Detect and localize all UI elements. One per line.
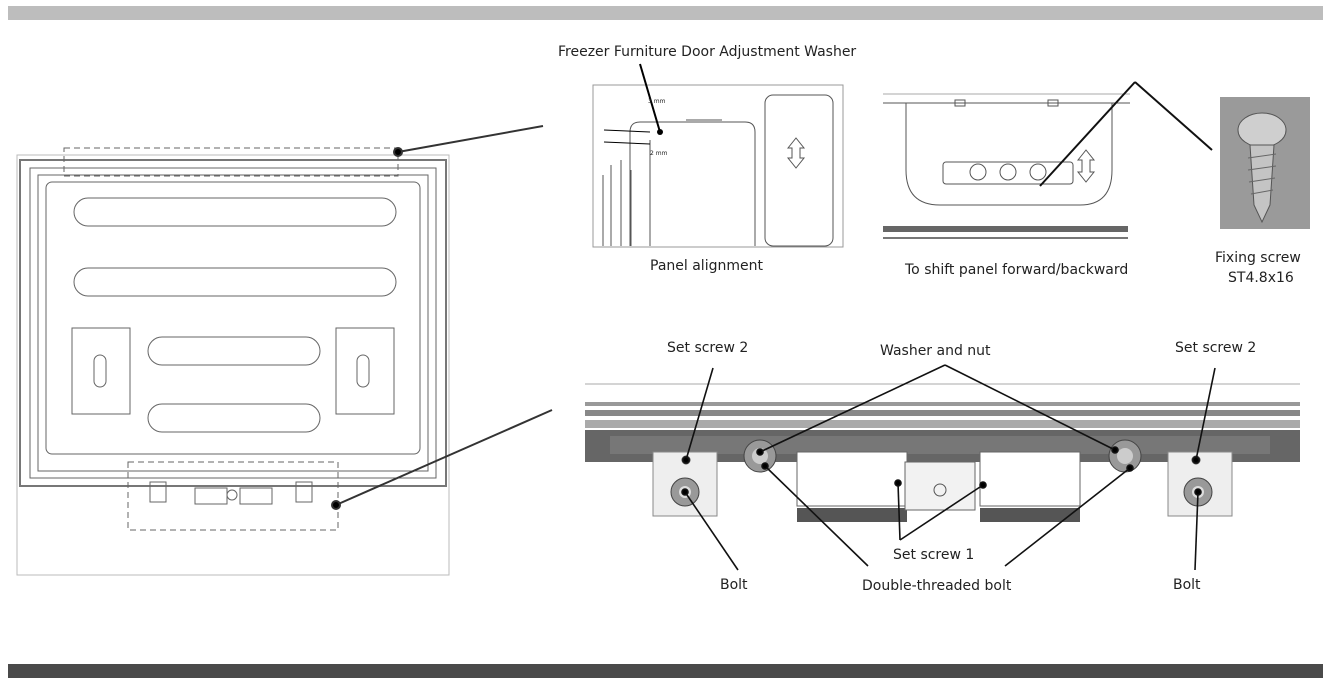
fixing-screw-label: Fixing screw: [1215, 250, 1301, 266]
shift-panel-caption: To shift panel forward/backward: [905, 262, 1129, 278]
shift-panel-drawing: [883, 93, 1130, 206]
top-divider-bar: [8, 6, 1323, 20]
rail-assembly-drawing: [585, 383, 1300, 522]
set-screw-2-left-label: Set screw 2: [667, 340, 749, 356]
shift-pointers: [1039, 81, 1213, 187]
dimension-3mm: 3 mm: [648, 98, 666, 105]
panel-alignment-drawing: [592, 84, 844, 248]
bolt-right-label: Bolt: [1173, 577, 1201, 593]
door-panel-overview: [16, 147, 450, 576]
set-screw-2-right-label: Set screw 2: [1175, 340, 1257, 356]
double-threaded-bolt-label: Double-threaded bolt: [862, 578, 1012, 594]
rail-leader-lines: [681, 364, 1216, 571]
washer-pointer-dot: [657, 129, 663, 135]
fixing-screw-photo: [1220, 97, 1310, 229]
fixing-screw-size: ST4.8x16: [1228, 270, 1294, 286]
callout-lines: [331, 125, 553, 510]
washer-and-nut-label: Washer and nut: [880, 343, 991, 359]
shift-panel-rail: [883, 226, 1128, 232]
washer-pointer: [639, 63, 661, 133]
washer-title: Freezer Furniture Door Adjustment Washer: [558, 44, 857, 60]
bottom-divider-bar: [8, 664, 1323, 678]
set-screw-1-label: Set screw 1: [893, 547, 975, 563]
bolt-left-label: Bolt: [720, 577, 748, 593]
dimension-2mm: 2 mm: [650, 150, 668, 157]
panel-alignment-caption: Panel alignment: [650, 258, 763, 274]
